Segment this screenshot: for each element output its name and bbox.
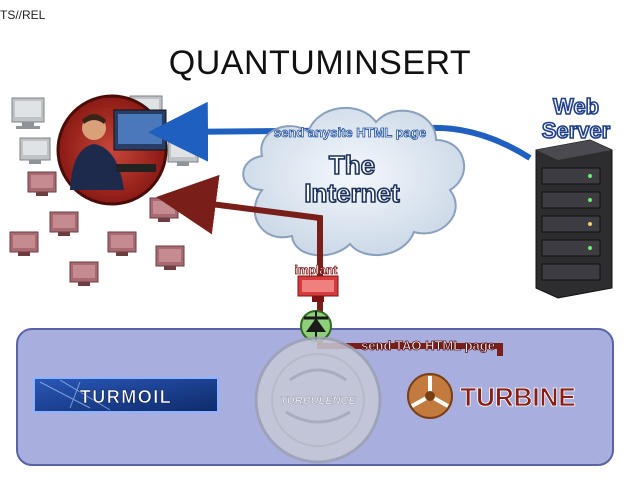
computer-icon	[27, 171, 57, 196]
turmoil-logo	[33, 377, 219, 413]
internet-label-line2: Internet	[304, 178, 400, 208]
computer-icon	[107, 231, 137, 256]
internet-cloud	[242, 106, 466, 257]
internet-label-line1: The	[329, 150, 375, 180]
diagram-title: QUANTUMINSERT	[168, 44, 472, 82]
computer-icon	[11, 97, 45, 129]
web-server-icon	[535, 139, 613, 299]
send-anysite-label: send anysite HTML page	[274, 125, 426, 140]
computer-icon	[49, 211, 79, 236]
computer-icon	[155, 245, 185, 270]
computer-icon	[167, 139, 199, 166]
computer-icon	[69, 261, 99, 286]
turbulence-seal	[254, 336, 382, 464]
classification-marking: TS//REL	[0, 8, 46, 22]
computer-icon	[19, 137, 51, 164]
web-server-label-line2: Server	[542, 118, 611, 143]
implant-label: implant	[295, 263, 338, 277]
web-server-label-line1: Web	[553, 94, 599, 119]
turbine-label: TURBINE	[460, 382, 576, 412]
computer-icon	[149, 197, 179, 222]
computer-icon	[9, 231, 39, 256]
implant-icon	[297, 275, 339, 302]
turmoil-label: TURMOIL	[80, 387, 172, 407]
diode-icon	[300, 310, 332, 342]
send-tao-label: send TAO HTML page	[361, 338, 495, 353]
target-user-icon	[56, 94, 168, 206]
turbine-logo	[407, 373, 453, 419]
turbulence-label: TURBULENCE	[280, 395, 356, 407]
